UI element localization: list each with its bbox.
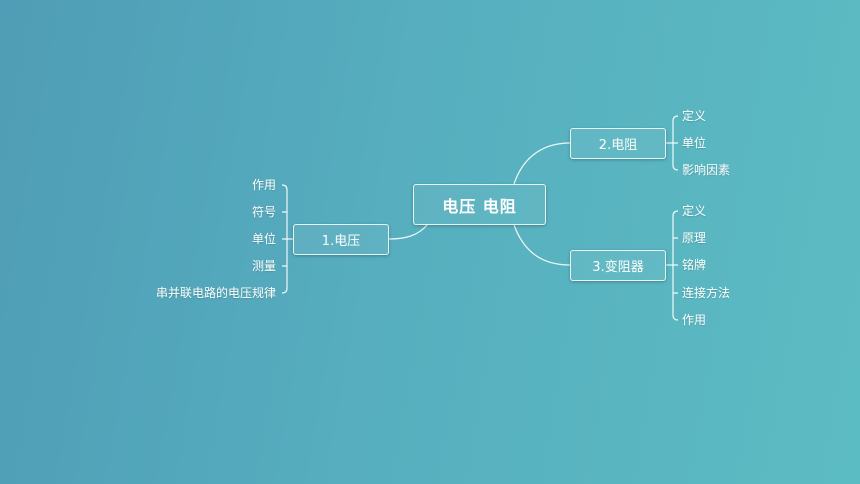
link-root-to-voltage (388, 223, 429, 240)
bracket-rheostat-ticks (672, 210, 679, 321)
leaf-voltage-series-parallel-rule[interactable]: 串并联电路的电压规律 (155, 286, 276, 300)
root-topic[interactable]: 电压 电阻 (413, 184, 546, 225)
leaf-rheostat-principle[interactable]: 原理 (682, 231, 707, 245)
leaf-rheostat-function[interactable]: 作用 (682, 313, 707, 327)
leaf-voltage-measurement[interactable]: 测量 (251, 259, 276, 273)
link-root-to-rheostat (513, 224, 571, 266)
topic-voltage[interactable]: 1.电压 (293, 224, 389, 255)
leaf-resistance-definition[interactable]: 定义 (682, 109, 707, 123)
leaf-voltage-symbol[interactable]: 符号 (251, 205, 276, 219)
leaf-rheostat-definition[interactable]: 定义 (682, 204, 707, 218)
leaf-rheostat-connection[interactable]: 连接方法 (682, 286, 731, 300)
leaf-voltage-function[interactable]: 作用 (251, 178, 276, 192)
link-root-to-resistance (513, 142, 571, 185)
leaf-resistance-unit[interactable]: 单位 (682, 136, 707, 150)
topic-resistance[interactable]: 2.电阻 (570, 128, 666, 159)
bracket-resistance-ticks (672, 115, 679, 171)
leaf-rheostat-nameplate[interactable]: 铭牌 (682, 258, 707, 272)
leaf-resistance-factors[interactable]: 影响因素 (682, 163, 731, 177)
topic-rheostat[interactable]: 3.变阻器 (570, 250, 666, 281)
bracket-voltage-ticks (281, 184, 288, 294)
leaf-voltage-unit[interactable]: 单位 (251, 232, 276, 246)
